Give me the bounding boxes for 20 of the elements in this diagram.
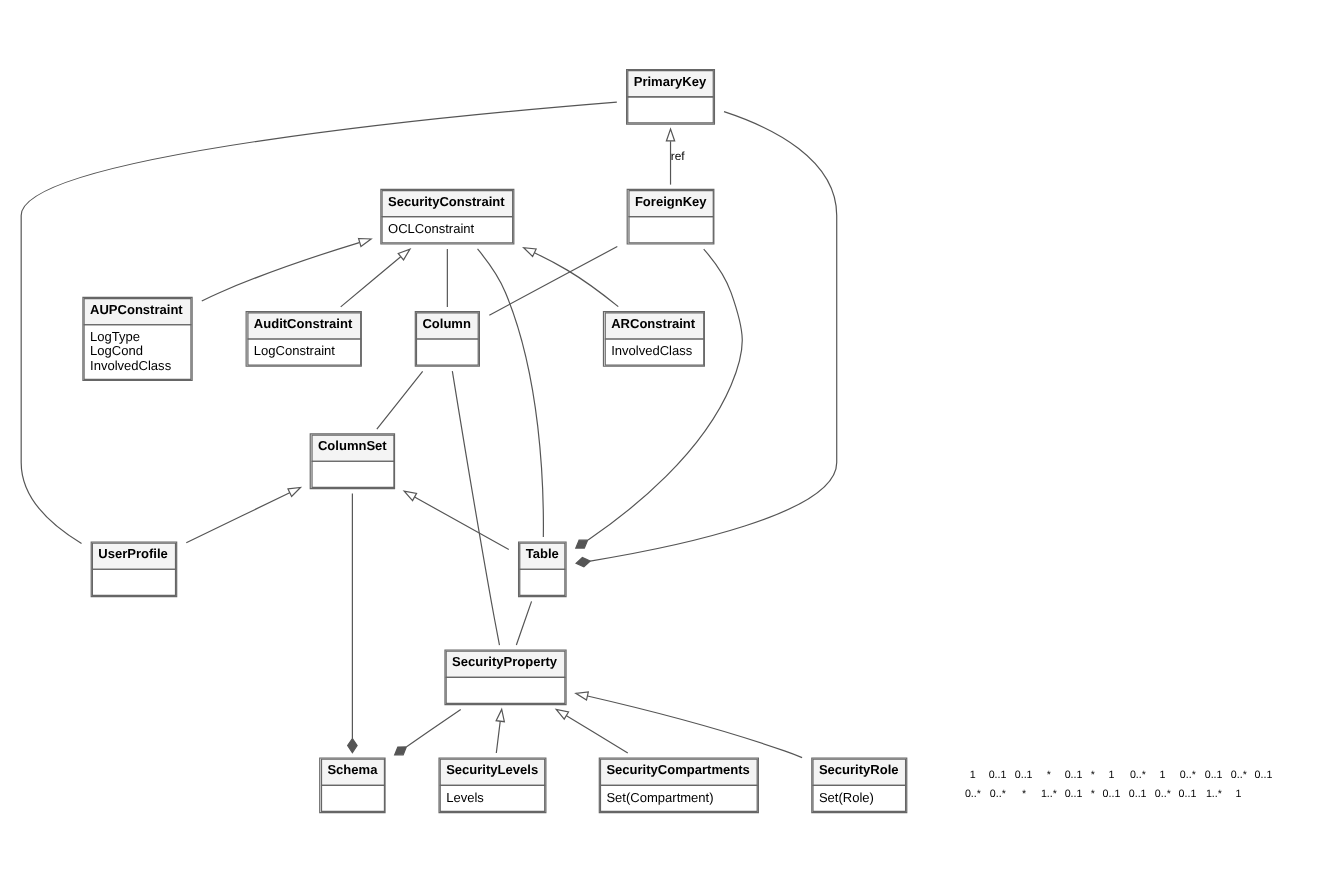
connector (488, 244, 618, 315)
arrow (201, 236, 373, 301)
connector (393, 707, 462, 755)
arrow (495, 706, 506, 753)
connector (346, 491, 358, 753)
connector (451, 369, 501, 645)
connector (515, 599, 533, 645)
connector (476, 247, 544, 537)
arrow (554, 707, 629, 753)
arrow (340, 246, 412, 307)
arrow (665, 126, 676, 185)
arrow (402, 489, 510, 550)
connector (446, 247, 448, 307)
arrow (574, 690, 803, 758)
arrow (185, 485, 303, 543)
connector (575, 110, 838, 567)
arrow (522, 245, 619, 307)
connector (376, 369, 424, 429)
connector (574, 247, 743, 548)
connector (20, 100, 618, 544)
